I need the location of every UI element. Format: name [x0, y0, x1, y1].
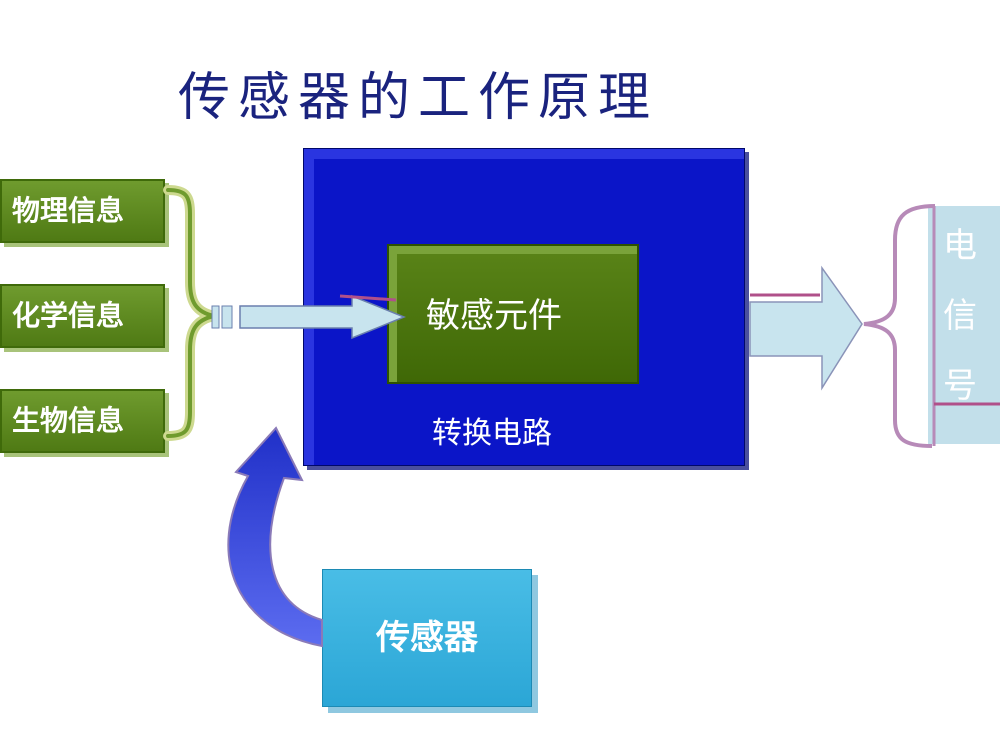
sensitive-element-label: 敏感元件: [426, 296, 562, 336]
conversion-circuit-label: 转换电路: [432, 416, 552, 451]
signal-char-2: 信: [943, 296, 977, 336]
output-arrow: [749, 265, 863, 391]
input-box-biological: 生物信息: [0, 389, 165, 453]
page-title: 传感器的工作原理: [178, 68, 659, 128]
sensor-box: 传感器: [322, 569, 532, 707]
curved-feedback-arrow: [227, 426, 323, 648]
signal-char-3: 号: [943, 366, 977, 406]
input-arrow: [211, 294, 407, 340]
sensitive-element-box: [387, 244, 639, 384]
output-brace: [863, 204, 936, 448]
signal-char-1: 电: [943, 226, 977, 266]
input-box-chemical: 化学信息: [0, 284, 165, 348]
input-box-physical: 物理信息: [0, 179, 165, 243]
